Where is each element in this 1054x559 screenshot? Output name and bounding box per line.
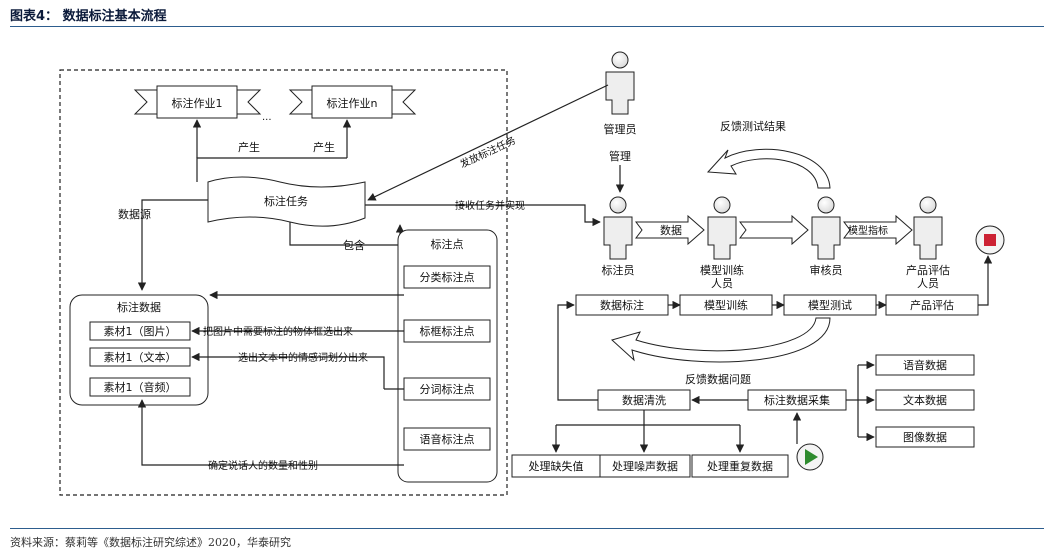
data-type-3: 图像数据	[903, 430, 947, 444]
annotator-figure	[603, 196, 633, 260]
metric-arrow-label: 模型指标	[848, 224, 888, 237]
task-shape	[207, 176, 366, 227]
ellipsis: ...	[262, 112, 272, 123]
train-to-audit-arrow	[739, 214, 809, 246]
process-2: 处理噪声数据	[612, 459, 678, 473]
data-type-2: 文本数据	[903, 393, 947, 407]
jobn-label: 标注作业n	[327, 96, 378, 110]
receive-label: 接收任务并实现	[455, 199, 525, 212]
point-3: 分词标注点	[420, 382, 475, 396]
material-box-3	[89, 377, 191, 397]
points-group	[397, 229, 498, 483]
points-header: 标注点	[431, 237, 464, 251]
role-label-1: 标注员	[602, 263, 635, 277]
manager-label: 管理员	[604, 122, 637, 136]
flow-diagram: 标注作业1 ... 标注作业n 产生 产生 标注任务 数据源 包含 标注数据 素…	[59, 51, 1005, 496]
note-2: 选出文本中的情感词划分出来	[238, 351, 368, 364]
job1-label: 标注作业1	[172, 96, 223, 110]
process-box-3	[691, 454, 789, 478]
data-type-box-1	[875, 354, 975, 376]
feedback-issue-arc	[610, 317, 831, 363]
produce-label-1: 产生	[238, 140, 260, 154]
role-label-3: 审核员	[810, 263, 843, 277]
datasource-label: 数据源	[118, 207, 151, 221]
task-label: 标注任务	[264, 194, 308, 208]
material-2: 素材1（文本）	[104, 350, 177, 364]
data-type-1: 语音数据	[903, 358, 947, 372]
left-dashed-frame	[59, 69, 508, 496]
auditor-figure	[811, 196, 841, 260]
point-4: 语音标注点	[420, 432, 475, 446]
produce-connector	[196, 157, 347, 182]
point-box-4	[403, 427, 491, 451]
feedback-test-arc	[706, 148, 831, 189]
stage-1: 数据标注	[600, 298, 644, 312]
point-1: 分类标注点	[420, 270, 475, 284]
stage-4: 产品评估	[910, 298, 954, 312]
include-label: 包含	[343, 238, 365, 252]
clean-label: 数据清洗	[622, 393, 666, 407]
manage-label: 管理	[609, 149, 631, 163]
material-box-1	[89, 321, 191, 341]
role-label-4: 产品评估人员	[906, 263, 950, 290]
point-box-1	[403, 265, 491, 289]
note-1: 把图片中需要标注的物体框选出来	[203, 325, 353, 338]
collect-label: 标注数据采集	[764, 393, 830, 407]
stage-3: 模型测试	[808, 298, 852, 312]
feedback-test-label: 反馈测试结果	[720, 120, 786, 133]
evaluator-figure	[913, 196, 943, 260]
figure-title: 图表4： 数据标注基本流程	[10, 9, 167, 24]
point-2: 标框标注点	[420, 324, 475, 338]
produce-label-2: 产生	[313, 140, 335, 154]
note-3: 确定说话人的数量和性别	[208, 459, 318, 472]
play-icon	[796, 443, 824, 471]
process-3: 处理重复数据	[707, 459, 773, 473]
top-rule	[10, 26, 1044, 27]
manager-figure	[605, 51, 635, 115]
stop-icon	[975, 225, 1005, 255]
role-label-2: 模型训练人员	[700, 263, 744, 290]
feedback-issue-label: 反馈数据问题	[685, 372, 751, 386]
process-box-2	[599, 454, 691, 478]
data-type-box-3	[875, 426, 975, 448]
metric-arrow	[843, 214, 913, 246]
material-3: 素材1（音频）	[104, 380, 177, 394]
data-type-box-2	[875, 389, 975, 411]
material-box-2	[89, 347, 191, 367]
stage-2: 模型训练	[704, 298, 748, 312]
job1-banner: 标注作业1	[133, 85, 262, 119]
trainer-figure	[707, 196, 737, 260]
process-1: 处理缺失值	[529, 459, 584, 473]
material-1: 素材1（图片）	[104, 324, 177, 338]
data-header: 标注数据	[117, 300, 161, 314]
data-arrow	[635, 214, 705, 246]
data-arrow-label: 数据	[660, 223, 682, 237]
source-note: 资料来源：蔡莉等《数据标注研究综述》2020，华泰研究	[10, 536, 291, 549]
bottom-rule	[10, 528, 1044, 529]
jobn-banner: 标注作业n	[288, 85, 417, 119]
